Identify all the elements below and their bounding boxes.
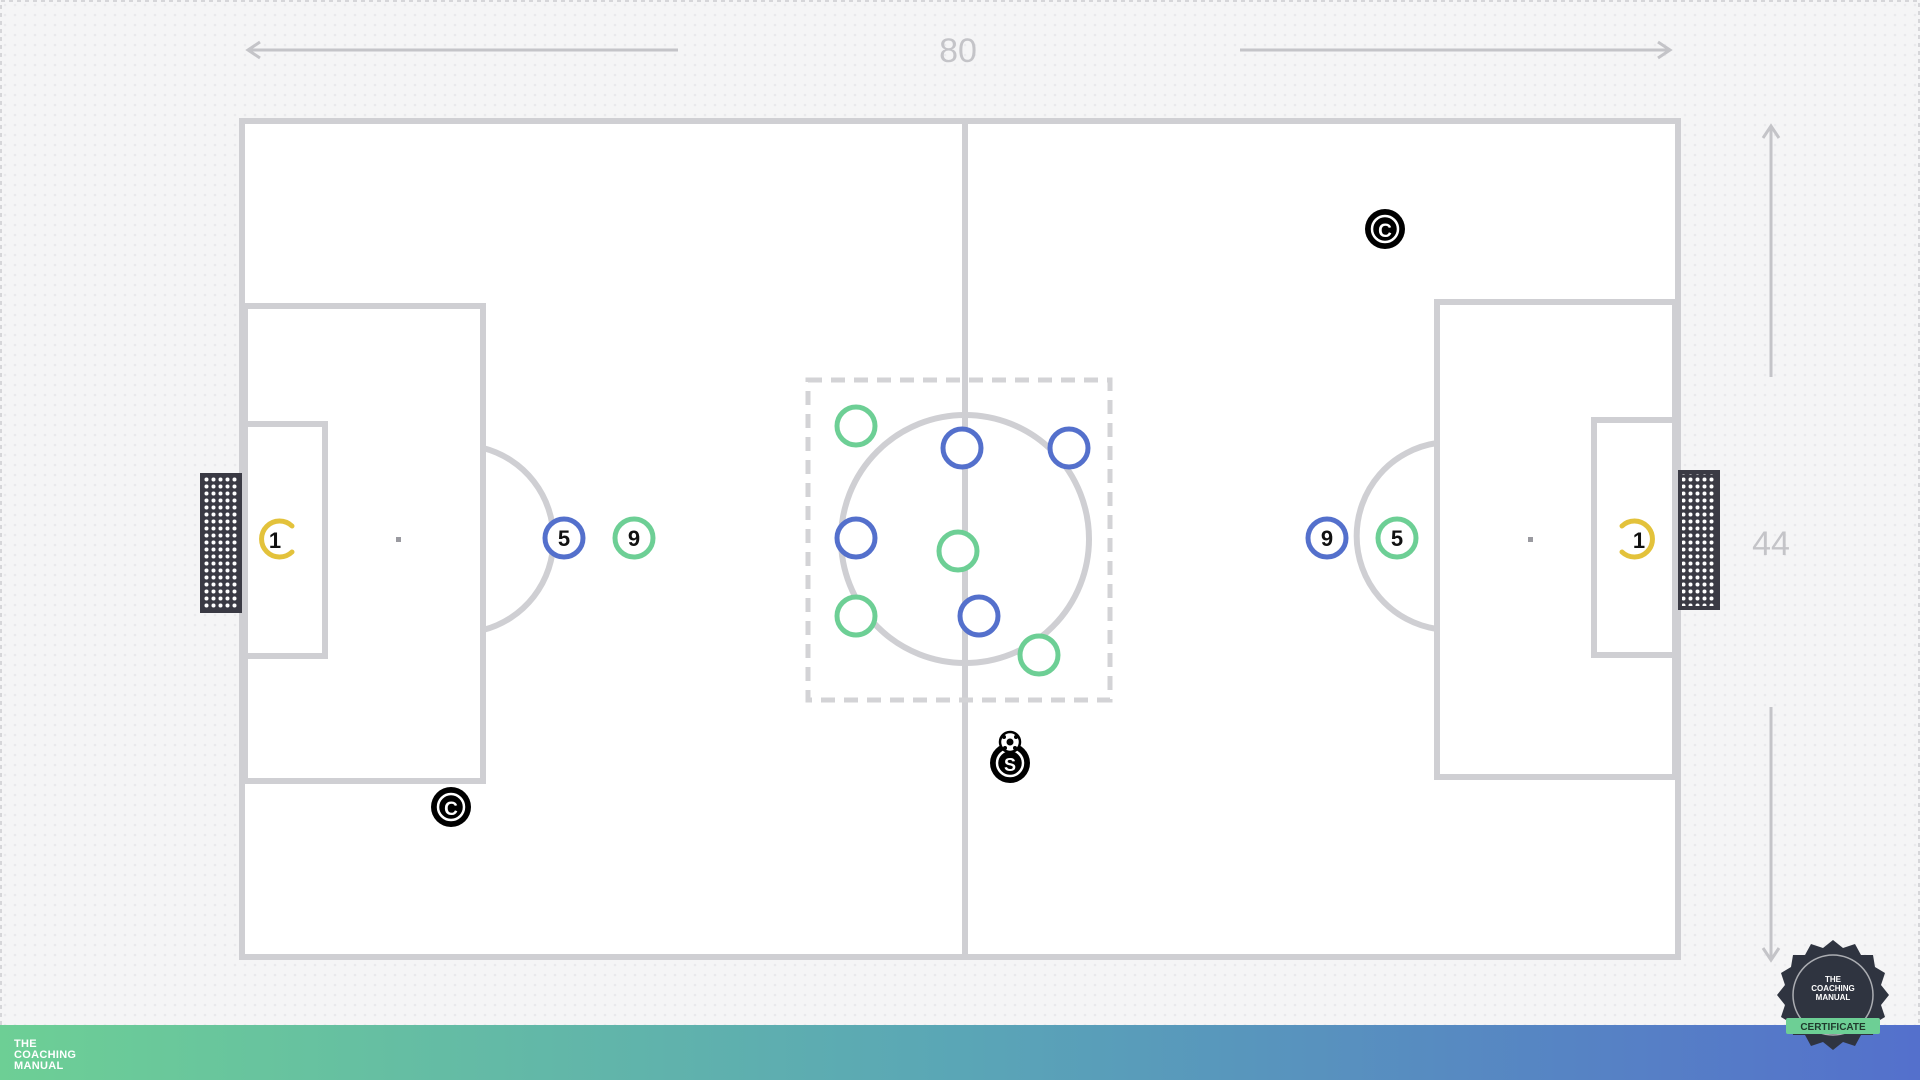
left-penalty-spot <box>396 537 401 542</box>
svg-text:COACHING: COACHING <box>1811 984 1855 993</box>
blue-player <box>834 516 878 560</box>
left-goal-area <box>242 421 328 659</box>
svg-text:5: 5 <box>1391 526 1403 551</box>
right-goal <box>1678 470 1720 610</box>
brand-footer-bar <box>0 1025 1920 1080</box>
right-goal-area <box>1591 417 1678 658</box>
green-player <box>834 594 878 638</box>
center-players <box>834 404 1091 677</box>
length-dimension <box>245 40 1673 60</box>
ball-icon <box>998 730 1022 754</box>
coach-top-right: C <box>1365 209 1405 249</box>
green-player-9-left: 9 <box>612 516 656 560</box>
svg-text:5: 5 <box>558 526 570 551</box>
green-player-5-right: 5 <box>1375 516 1419 560</box>
blue-player <box>1047 426 1091 470</box>
blue-player <box>940 426 984 470</box>
coach-bottom-left: C <box>431 787 471 827</box>
goalkeeper-right: 1 <box>1619 518 1655 560</box>
svg-text:1: 1 <box>269 528 281 553</box>
svg-text:THE: THE <box>1825 975 1842 984</box>
training-zone <box>805 377 1113 703</box>
width-dimension <box>1761 123 1781 963</box>
right-penalty-arc <box>1353 440 1438 632</box>
svg-text:S: S <box>1004 755 1016 775</box>
svg-text:CERTIFICATE: CERTIFICATE <box>1800 1022 1866 1033</box>
blue-player <box>957 594 1001 638</box>
left-goal <box>200 473 242 613</box>
svg-text:1: 1 <box>1633 528 1645 553</box>
blue-player-9-right: 9 <box>1305 516 1349 560</box>
width-label: 44 <box>1752 525 1790 563</box>
goalkeeper-left: 1 <box>259 518 295 560</box>
svg-text:9: 9 <box>1321 526 1333 551</box>
certificate-badge-icon: THE COACHING MANUAL CERTIFICATE <box>1777 940 1889 1050</box>
coaching-manual-logo: THE COACHING MANUAL <box>14 1038 77 1072</box>
server-player: S <box>990 743 1030 783</box>
green-player <box>936 529 980 573</box>
blue-player-5-left: 5 <box>542 516 586 560</box>
svg-text:C: C <box>444 799 458 820</box>
length-label: 80 <box>939 32 977 70</box>
green-player <box>1017 633 1061 677</box>
svg-text:9: 9 <box>628 526 640 551</box>
right-penalty-spot <box>1528 537 1533 542</box>
green-player <box>834 404 878 448</box>
svg-text:MANUAL: MANUAL <box>1816 993 1851 1002</box>
svg-text:C: C <box>1378 221 1392 242</box>
